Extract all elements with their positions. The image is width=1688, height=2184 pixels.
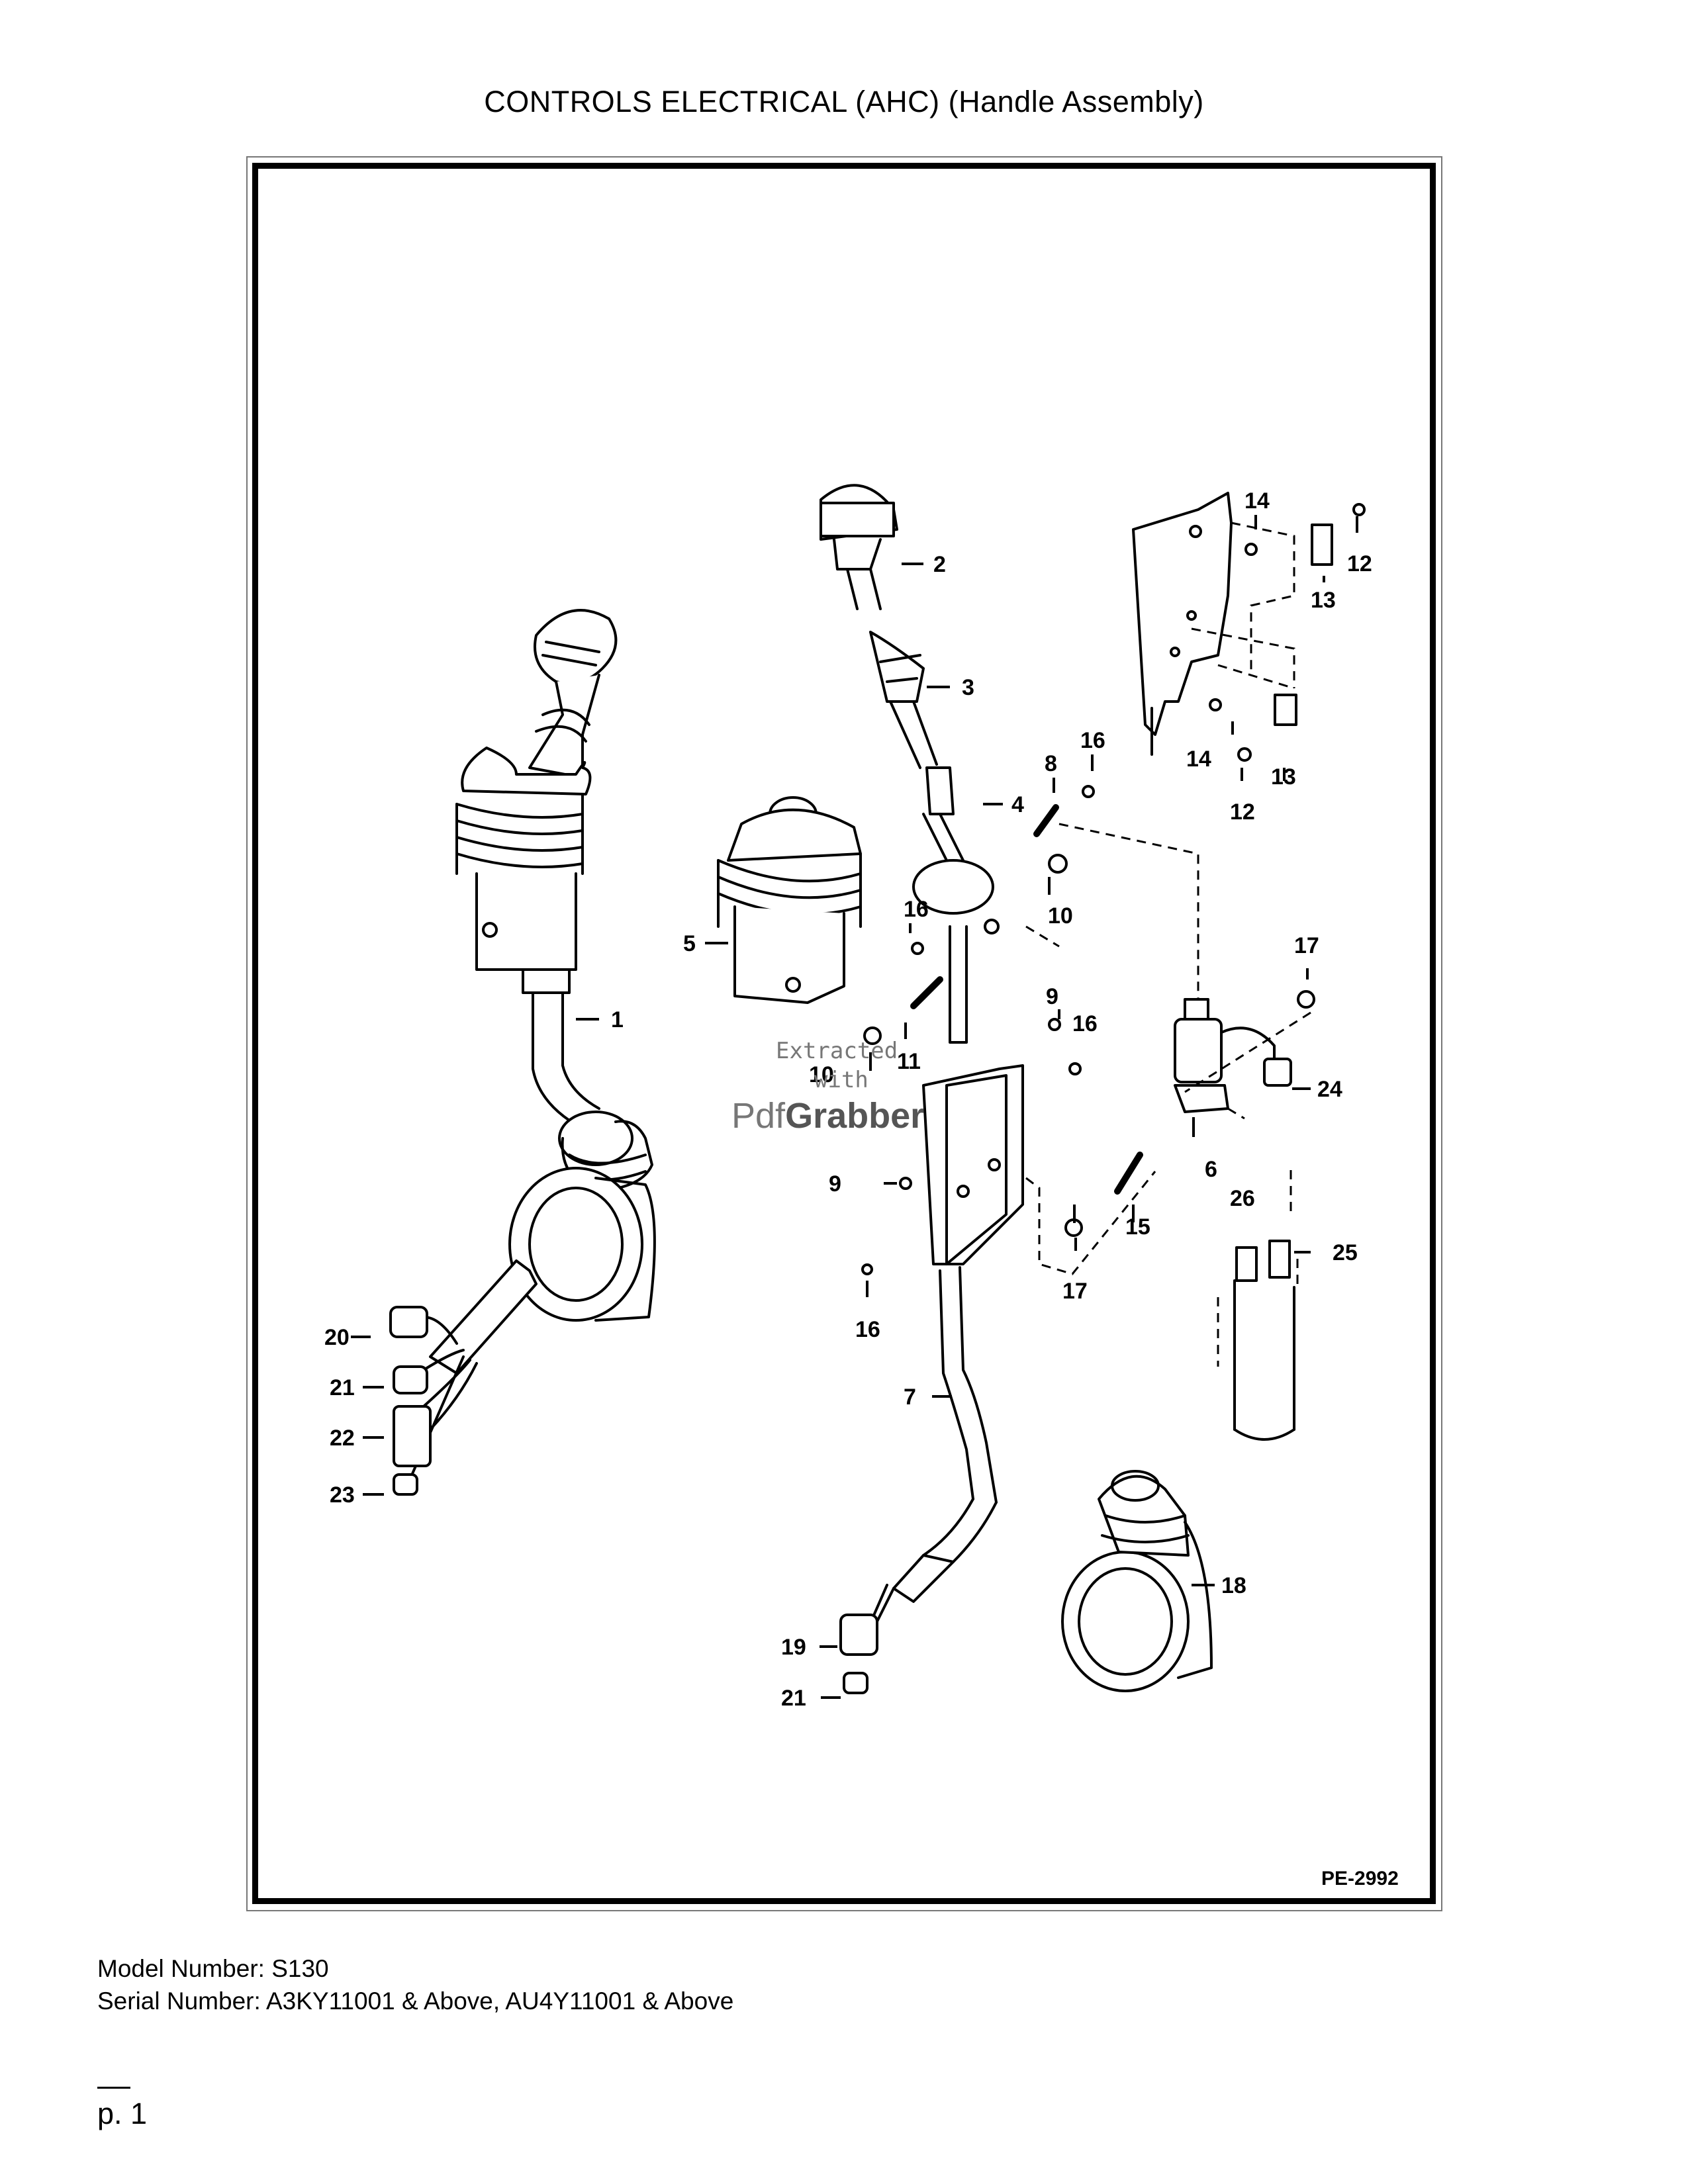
diagram-outer-frame [246, 156, 1442, 1911]
hardware-fasteners [861, 503, 1366, 1275]
callout-16-bottom: 16 [855, 1317, 880, 1342]
watermark-line-1: Extracted [776, 1038, 898, 1064]
mounting-bracket-and-lower-handle [839, 925, 1024, 1694]
callout-24: 24 [1317, 1077, 1342, 1102]
watermark-brand-bold: Grabber [785, 1096, 925, 1136]
dashed-guide-lines [1025, 522, 1311, 1367]
callout-13-lower: 13 [1271, 764, 1296, 790]
callout-5: 5 [683, 931, 696, 956]
handle-upper-sections [820, 484, 1000, 934]
callout-26: 26 [1230, 1186, 1255, 1211]
callout-23: 23 [330, 1482, 355, 1508]
callout-16-right: 16 [1072, 1011, 1098, 1036]
callout-21-bottom: 21 [781, 1686, 806, 1711]
figure-code: PE-2992 [1321, 1868, 1399, 1889]
switch-assembly [1174, 998, 1292, 1113]
handle-assembly-left [389, 609, 656, 1496]
callout-6: 6 [1205, 1157, 1217, 1182]
callout-19: 19 [781, 1635, 806, 1660]
lower-boot [1061, 1470, 1213, 1692]
handle-boot [717, 796, 862, 1004]
callout-2: 2 [933, 552, 946, 577]
callout-3: 3 [962, 675, 974, 700]
callout-10-left: 10 [809, 1062, 834, 1087]
callout-22: 22 [330, 1426, 355, 1451]
callout-12-upper: 12 [1347, 551, 1372, 576]
page-title: CONTROLS ELECTRICAL (AHC) (Handle Assemb… [484, 85, 1204, 118]
callout-16-top: 16 [1080, 728, 1105, 753]
callout-20: 20 [324, 1325, 350, 1350]
diagram-frame [252, 163, 1436, 1904]
serial-number: Serial Number: A3KY11001 & Above, AU4Y11… [97, 1987, 734, 2015]
callout-12-lower: 12 [1230, 799, 1255, 825]
callout-25: 25 [1333, 1240, 1358, 1265]
callout-14-upper: 14 [1244, 488, 1270, 514]
callout-9-upper: 9 [1046, 984, 1058, 1009]
callout-4: 4 [1011, 792, 1024, 817]
callout-10-right: 10 [1048, 903, 1073, 929]
page-number: p. 1 [97, 2097, 148, 2130]
callout-13-upper: 13 [1311, 588, 1336, 613]
support-bracket [1132, 492, 1333, 756]
model-number: Model Number: S130 [97, 1955, 329, 1982]
callout-8: 8 [1045, 751, 1057, 776]
callout-17-upper: 17 [1294, 933, 1319, 958]
exploded-parts-diagram: 1 2 3 4 5 6 7 8 9 9 10 10 11 12 12 13 13… [324, 484, 1372, 1711]
callout-labels: 1 2 3 4 5 6 7 8 9 9 10 10 11 12 12 13 13… [324, 488, 1372, 1711]
callout-16-mid: 16 [904, 897, 929, 922]
callout-leaders [351, 515, 1358, 1699]
callout-21-left: 21 [330, 1375, 355, 1400]
watermark-brand: PdfGrabber [731, 1095, 924, 1136]
callout-1: 1 [611, 1007, 624, 1032]
footer-rule [97, 2087, 130, 2089]
callout-7: 7 [904, 1385, 916, 1410]
callout-9-lower: 9 [829, 1171, 841, 1197]
harness-tube [1233, 1240, 1295, 1441]
callout-15: 15 [1125, 1214, 1150, 1240]
watermark-brand-light: Pdf [731, 1096, 786, 1136]
callout-11: 11 [897, 1049, 921, 1074]
watermark-line-2: with [814, 1067, 868, 1093]
callout-14-lower: 14 [1186, 747, 1211, 772]
callout-17-lower: 17 [1062, 1279, 1088, 1304]
callout-18: 18 [1221, 1573, 1246, 1598]
